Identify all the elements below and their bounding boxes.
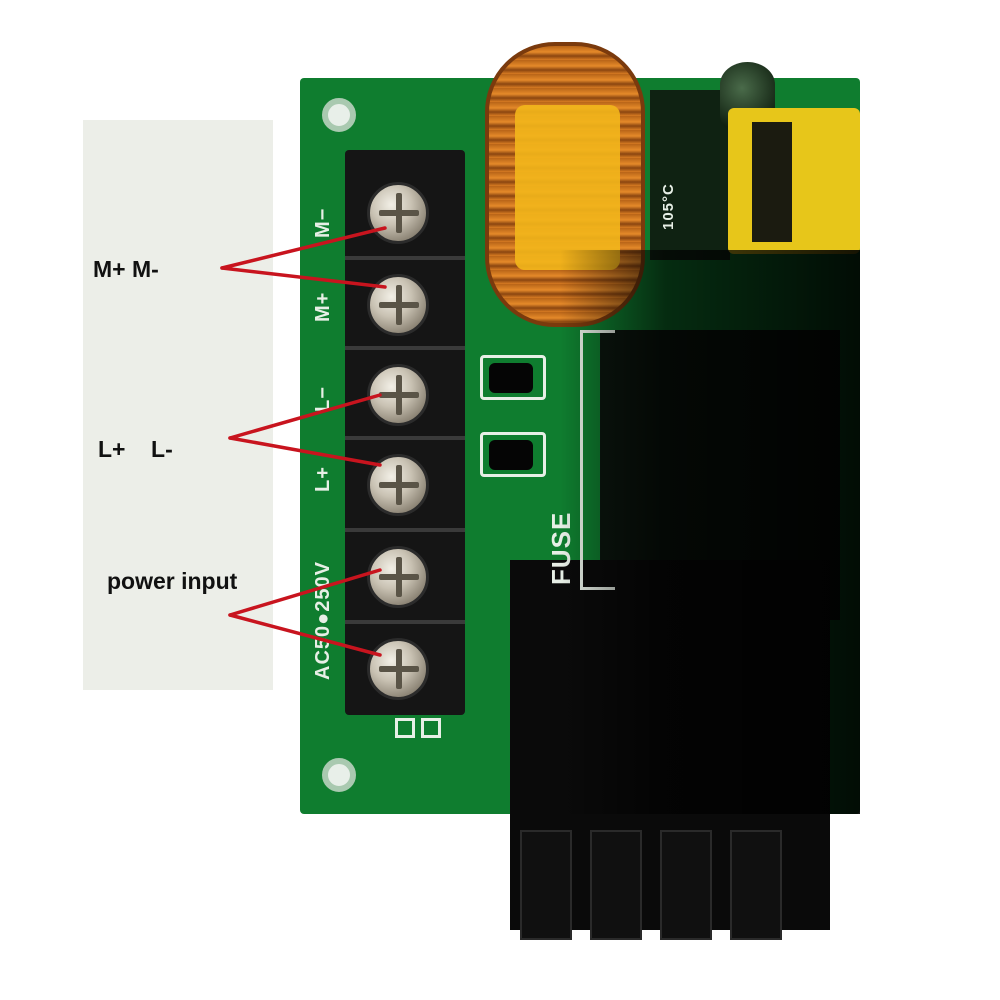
screw-icon — [367, 546, 429, 608]
callout-motor: M+ M- — [93, 256, 159, 282]
callout-power: power input — [107, 568, 238, 594]
mounting-hole-top — [322, 98, 356, 132]
heatsink-fin — [520, 830, 572, 940]
heatsink-fin — [590, 830, 642, 940]
screw-icon — [367, 274, 429, 336]
terminal-m-plus — [345, 256, 465, 342]
film-capacitor-mark — [752, 122, 792, 242]
screw-icon — [367, 182, 429, 244]
heatsink-fin — [660, 830, 712, 940]
heatsink-fin — [730, 830, 782, 940]
terminal-block — [345, 150, 465, 715]
terminal-ac-2 — [345, 620, 465, 706]
line-to-m-minus — [220, 226, 387, 270]
line-to-l-minus — [228, 393, 382, 440]
line-to-l-plus — [228, 436, 382, 467]
line-to-ac-1 — [228, 568, 382, 617]
fuse-pad-top — [480, 355, 546, 400]
line-to-m-plus — [220, 266, 387, 289]
inductor-core — [515, 105, 620, 270]
film-capacitor — [728, 108, 860, 254]
terminal-m-minus — [345, 168, 465, 254]
callout-line: L+ L- — [98, 436, 173, 462]
fuse-pad-bottom — [480, 432, 546, 477]
terminal-ac-1 — [345, 528, 465, 614]
line-to-ac-2 — [228, 613, 382, 657]
terminal-l-plus — [345, 436, 465, 522]
shadow-overlay — [560, 250, 860, 814]
mounting-hole-bottom — [322, 758, 356, 792]
label-panel — [83, 120, 273, 690]
small-pads — [395, 718, 455, 744]
screw-icon — [367, 638, 429, 700]
ic-chip — [650, 90, 730, 260]
